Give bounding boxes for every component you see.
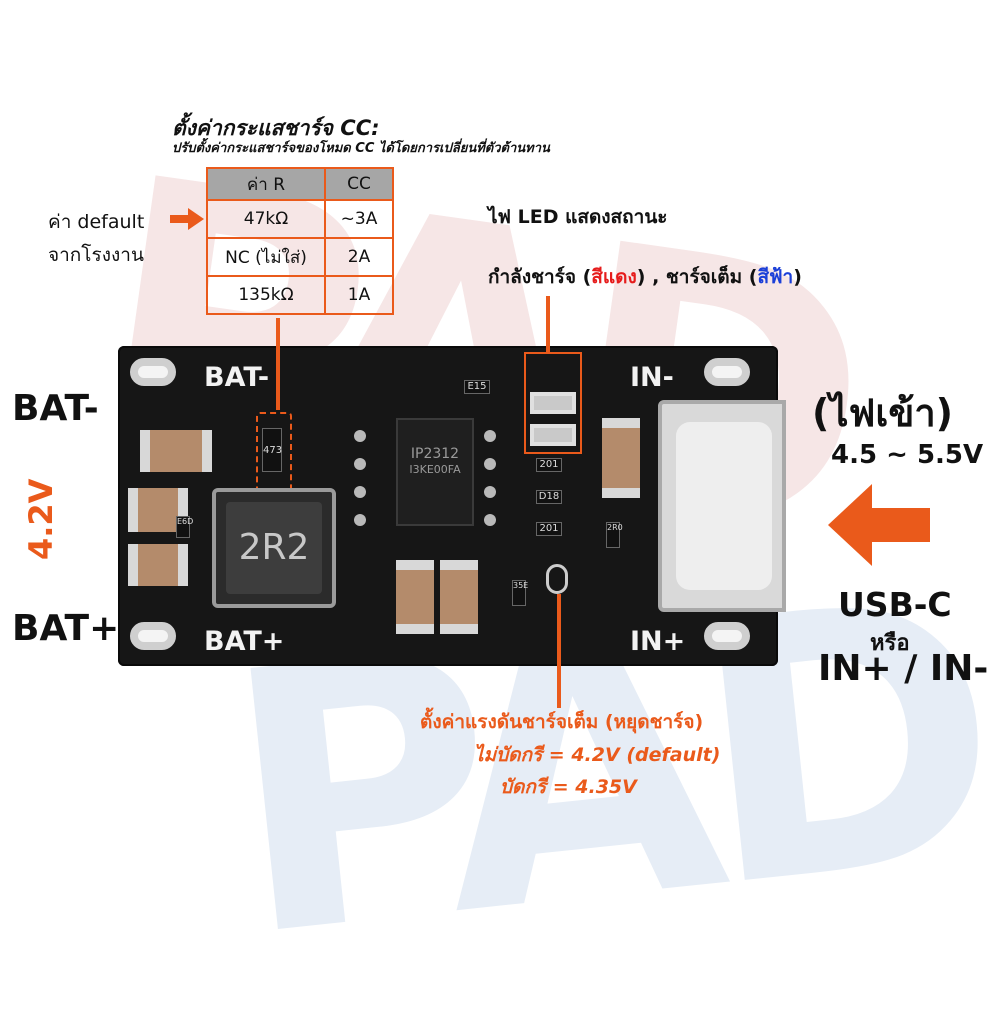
battery-minus-label: BAT- — [12, 388, 99, 429]
smd-resistor: 35E — [512, 580, 528, 606]
cell-cc: 1A — [324, 275, 394, 315]
cell-r: 47kΩ — [206, 199, 326, 239]
resistor-table: ค่า R CC 47kΩ ~3A NC (ไม่ใส่) 2A 135kΩ 1… — [206, 167, 394, 315]
or-label: หรือ — [870, 631, 910, 656]
arrow-right-icon — [170, 208, 204, 230]
cell-r: NC (ไม่ใส่) — [206, 237, 326, 277]
led-highlight — [524, 352, 582, 454]
smd-resistor: E6D — [176, 516, 193, 538]
smd-resistor: D18 — [536, 490, 562, 504]
ic-chip: IP2312 I3KE00FA — [396, 418, 474, 526]
input-title: (ไฟเข้า) — [812, 391, 954, 435]
capacitor — [140, 430, 212, 472]
table-row: 47kΩ ~3A — [206, 199, 394, 239]
silk-in-plus: IN+ — [630, 626, 686, 657]
pad — [484, 486, 496, 498]
battery-voltage-label: 4.2V — [22, 478, 60, 560]
cell-cc: 2A — [324, 237, 394, 277]
led-blue-text: สีฟ้า — [757, 266, 794, 288]
led-charging — [530, 392, 576, 414]
solder-jumper — [546, 564, 568, 594]
led-full — [530, 424, 576, 446]
silk-bat-minus: BAT- — [204, 362, 270, 393]
capacitor — [602, 418, 640, 498]
mount-hole — [130, 358, 176, 386]
cc-title: ตั้งค่ากระแสชาร์จ CC: — [172, 116, 380, 140]
inductor-label: 2R2 — [226, 502, 322, 594]
led-red-text: สีแดง — [591, 266, 637, 288]
silk-bat-plus: BAT+ — [204, 626, 285, 657]
table-row: 135kΩ 1A — [206, 275, 394, 315]
table-header-row: ค่า R CC — [206, 167, 394, 201]
cc-subtitle: ปรับตั้งค่ากระแสชาร์จของโหมด CC ได้โดยกา… — [172, 141, 550, 156]
pad — [484, 458, 496, 470]
usbc-label: USB-C — [838, 585, 952, 624]
mount-hole — [704, 622, 750, 650]
smd-resistor: 201 — [536, 458, 562, 472]
header-cc: CC — [324, 167, 394, 201]
cell-r: 135kΩ — [206, 275, 326, 315]
smd-resistor: 201 — [536, 522, 562, 536]
smd-resistor: E15 — [464, 380, 490, 394]
led-note-mid: ) , ชาร์จเต็ม ( — [636, 266, 758, 288]
inductor: 2R2 — [212, 488, 336, 608]
usb-c-port — [658, 400, 786, 612]
led-note-line1: ไฟ LED แสดงสถานะ — [488, 206, 668, 228]
silk-in-minus: IN- — [630, 362, 674, 393]
pad — [354, 514, 366, 526]
pad — [354, 458, 366, 470]
pad — [354, 486, 366, 498]
resistor-r: 473 — [262, 428, 282, 472]
usb-c-opening — [676, 422, 772, 590]
header-r: ค่า R — [206, 167, 326, 201]
full-voltage-title: ตั้งค่าแรงดันชาร์จเต็ม (หยุดชาร์จ) — [420, 711, 704, 733]
led-note-prefix: กำลังชาร์จ ( — [488, 266, 592, 288]
ic-line1: IP2312 — [410, 446, 460, 462]
pad — [354, 430, 366, 442]
arrow-left-icon — [828, 484, 930, 566]
battery-plus-label: BAT+ — [12, 608, 120, 649]
full-voltage-option2: บัดกรี = 4.35V — [500, 776, 637, 798]
ic-line2: I3KE00FA — [409, 463, 461, 476]
capacitor — [440, 560, 478, 634]
led-note-suffix: ) — [793, 266, 802, 288]
input-range: 4.5 ~ 5.5V — [831, 440, 984, 470]
default-label-line2: จากโรงงาน — [48, 244, 144, 266]
charger-board: BAT- BAT+ IN- IN+ 473 2R2 IP2312 I3KE00F… — [118, 346, 786, 666]
capacitor — [396, 560, 434, 634]
pad — [484, 430, 496, 442]
capacitor — [128, 544, 188, 586]
mount-hole — [704, 358, 750, 386]
pad — [484, 514, 496, 526]
led-note-line2: กำลังชาร์จ (สีแดง) , ชาร์จเต็ม (สีฟ้า) — [488, 262, 802, 292]
default-label-line1: ค่า default — [48, 211, 145, 233]
mount-hole — [130, 622, 176, 650]
smd-resistor: 2R0 — [606, 522, 623, 548]
cell-cc: ~3A — [324, 199, 394, 239]
table-row: NC (ไม่ใส่) 2A — [206, 237, 394, 277]
input-pins-label: IN+ / IN- — [818, 648, 989, 689]
full-voltage-option1: ไม่บัดกรี = 4.2V (default) — [474, 744, 721, 766]
